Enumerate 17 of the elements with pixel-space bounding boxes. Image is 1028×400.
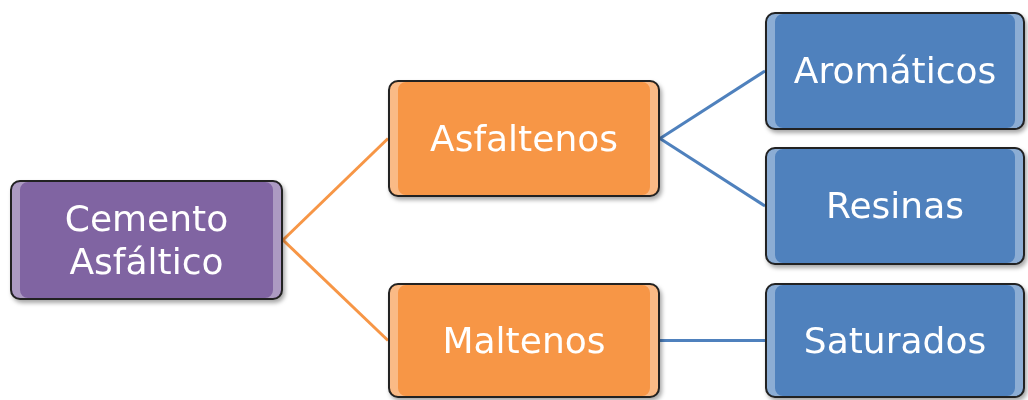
node-label: Resinas xyxy=(826,184,964,228)
process-box xyxy=(765,283,1025,398)
process-box xyxy=(388,80,660,197)
connector-line xyxy=(659,69,766,140)
process-box xyxy=(765,147,1025,265)
node-label: Maltenos xyxy=(442,318,606,363)
connector-line xyxy=(281,238,390,342)
connector-line xyxy=(281,137,390,242)
node-label: Saturados xyxy=(803,318,987,363)
process-box xyxy=(10,180,283,300)
process-box xyxy=(765,12,1025,130)
node-label: Cemento Asfáltico xyxy=(63,196,230,284)
node-label: Asfaltenos xyxy=(430,116,618,161)
node-label: Aromáticos xyxy=(793,49,997,93)
process-box xyxy=(388,283,660,398)
connector-line xyxy=(659,137,766,208)
connector-line xyxy=(660,339,765,342)
